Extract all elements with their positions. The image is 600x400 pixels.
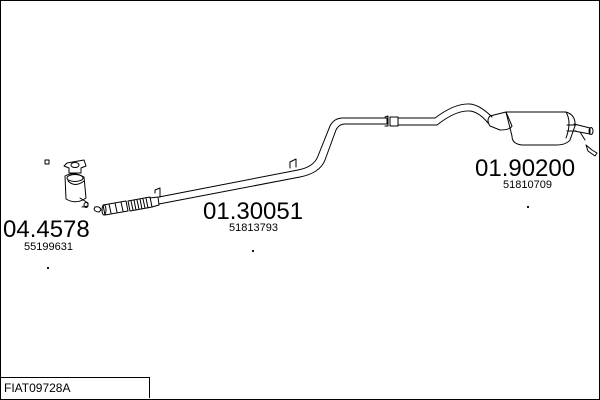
pipe-hanger-icon bbox=[289, 158, 297, 169]
converter-flange-icon bbox=[63, 159, 87, 174]
oem-number-rear-silencer: 51810709 bbox=[503, 179, 552, 191]
front-pipe-part[interactable] bbox=[101, 115, 389, 216]
part-number-front-pipe: 01.30051 bbox=[203, 198, 304, 225]
pipe-clamp-icon bbox=[384, 115, 389, 127]
gasket-icon bbox=[44, 159, 50, 165]
catalytic-converter-part[interactable] bbox=[44, 159, 102, 213]
oem-number-catalytic-converter: 55199631 bbox=[24, 241, 73, 253]
silencer-body-icon bbox=[505, 111, 576, 146]
oem-number-front-pipe: 51813793 bbox=[229, 222, 278, 234]
part-number-catalytic-converter: 04.4578 bbox=[3, 216, 90, 243]
diagram-code-box: FIAT09728A bbox=[0, 377, 150, 398]
joint-sleeve-icon bbox=[389, 116, 399, 127]
converter-outlet-clamp-icon bbox=[93, 206, 102, 213]
tailpipe-icon bbox=[573, 123, 591, 135]
rear-silencer-part[interactable] bbox=[389, 103, 598, 157]
part-number-rear-silencer: 01.90200 bbox=[475, 155, 576, 182]
diagram-code: FIAT09728A bbox=[4, 381, 71, 395]
converter-body-icon bbox=[64, 173, 87, 203]
